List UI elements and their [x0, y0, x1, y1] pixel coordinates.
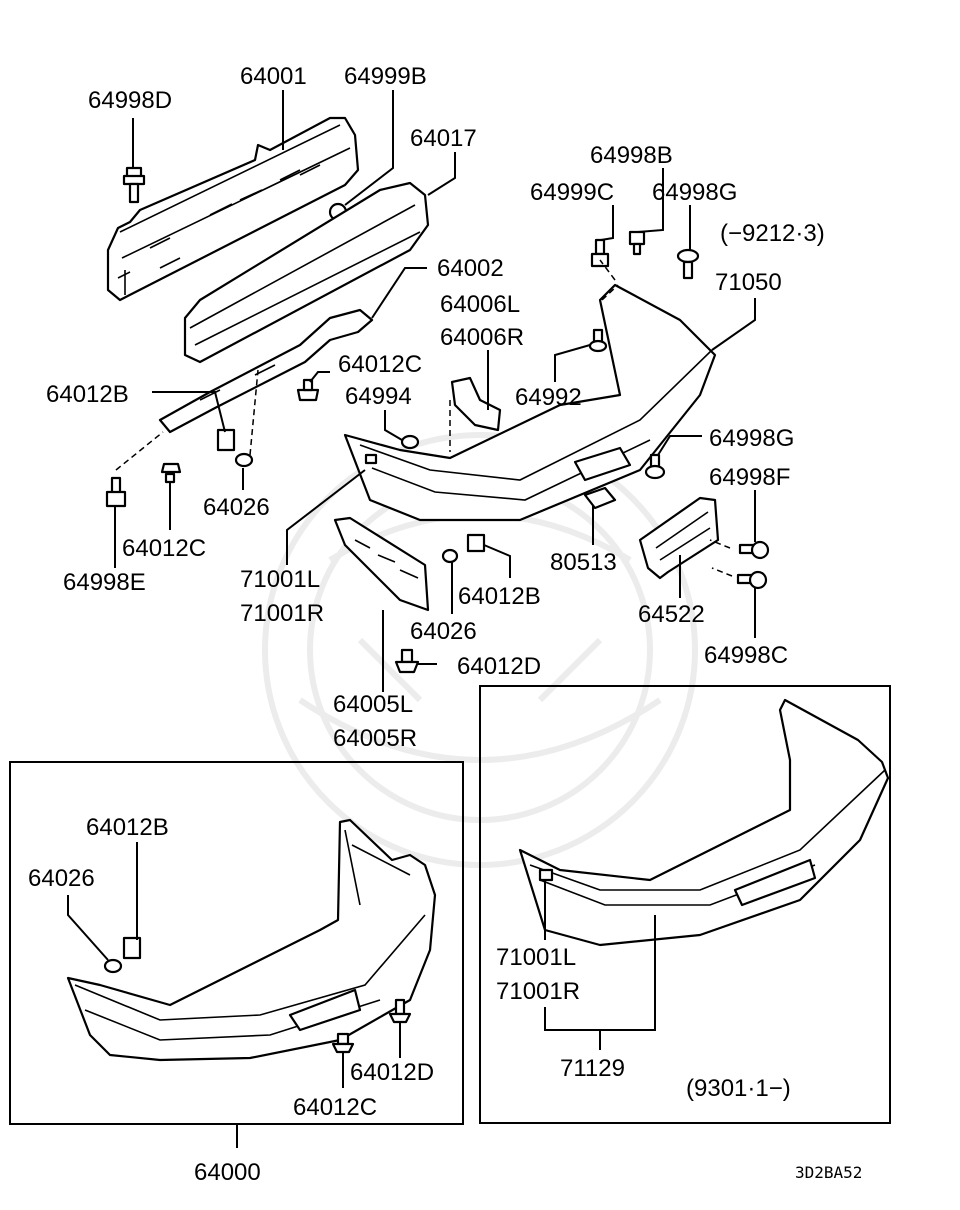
clip-64012B-a	[216, 428, 236, 452]
bracket-64006	[450, 376, 502, 432]
label-64012B-a: 64012B	[46, 381, 129, 408]
label-71001L-b: 71001L	[496, 944, 576, 971]
bolt-64998B	[628, 230, 646, 256]
label-64006L: 64006L	[440, 291, 520, 318]
label-80513: 80513	[550, 549, 617, 576]
label-64998B: 64998B	[590, 142, 673, 169]
label-64017: 64017	[410, 125, 477, 152]
label-64026-a: 64026	[203, 494, 270, 521]
label-64999C: 64999C	[530, 179, 614, 206]
pad-80513	[583, 486, 617, 510]
bracket-64005	[333, 516, 430, 612]
label-64992: 64992	[515, 384, 582, 411]
label-64005R: 64005R	[333, 725, 417, 752]
label-71001L-a: 71001L	[240, 566, 320, 593]
label-64998D: 64998D	[88, 87, 172, 114]
part-labels: 64001 64999B 64998D 64017 64002 64006L 6…	[28, 63, 862, 1186]
bracket-64522	[638, 496, 720, 580]
label-64999B: 64999B	[344, 63, 427, 90]
label-64012B-c: 64012B	[86, 814, 169, 841]
label-64000: 64000	[194, 1159, 261, 1186]
label-64012D-b: 64012D	[350, 1059, 434, 1086]
label-64998G-a: 64998G	[652, 179, 737, 206]
label-64012D-a: 64012D	[457, 653, 541, 680]
inset-64000	[9, 761, 464, 1148]
label-64012B-b: 64012B	[458, 583, 541, 610]
label-64998C: 64998C	[704, 642, 788, 669]
reinforcement-64001	[106, 116, 360, 302]
label-date-b: (9301·1−)	[686, 1075, 791, 1102]
bumper-71050	[343, 283, 717, 522]
label-64005L: 64005L	[333, 691, 413, 718]
bolt-64998G-b	[644, 453, 666, 480]
leader-lines	[114, 90, 756, 692]
label-64998G-b: 64998G	[709, 425, 794, 452]
label-64998E: 64998E	[63, 569, 146, 596]
clip-64012C-b	[160, 462, 182, 484]
label-71050: 71050	[715, 269, 782, 296]
bolt-64998G-a	[676, 248, 700, 280]
label-64522: 64522	[638, 601, 705, 628]
clip-64012D-a	[394, 648, 420, 674]
label-64001: 64001	[240, 63, 307, 90]
label-64002: 64002	[437, 255, 504, 282]
label-71001R-b: 71001R	[496, 978, 580, 1005]
washer-64026-a	[234, 452, 254, 468]
label-64026-c: 64026	[28, 865, 95, 892]
inset-9301	[479, 685, 891, 1124]
washer-64026-b	[441, 548, 459, 564]
label-64998F: 64998F	[709, 464, 790, 491]
diagram-code: 3D2BA52	[795, 1163, 862, 1182]
bolt-64998E	[105, 476, 127, 508]
label-64026-b: 64026	[410, 618, 477, 645]
clip-64999C	[590, 238, 610, 268]
label-64012C-c: 64012C	[293, 1094, 377, 1121]
label-date-a: (−9212·3)	[720, 220, 825, 247]
label-71001R-a: 71001R	[240, 600, 324, 627]
bolt-64992	[588, 328, 608, 353]
clip-64012B-b	[466, 533, 486, 553]
bolt-64998D	[122, 166, 146, 204]
label-71129: 71129	[560, 1055, 625, 1082]
bolt-64998F	[738, 540, 770, 560]
clip-64012C-a	[296, 378, 320, 402]
label-64012C-b: 64012C	[122, 535, 206, 562]
label-64006R: 64006R	[440, 324, 524, 351]
absorber-64017	[183, 181, 430, 364]
label-64012C-a: 64012C	[338, 351, 422, 378]
grommet-64994	[400, 434, 420, 450]
bolt-64998C	[736, 570, 768, 590]
label-64994: 64994	[345, 383, 412, 410]
